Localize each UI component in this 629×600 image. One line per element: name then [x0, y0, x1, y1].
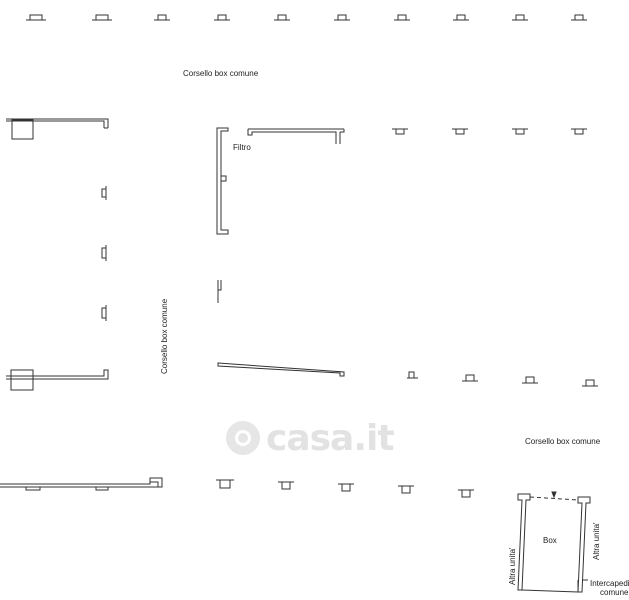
- top-column-row: [26, 14, 587, 21]
- column-stub: [452, 128, 468, 135]
- column-stub: [214, 14, 230, 21]
- column-stub: [216, 479, 234, 489]
- column-stub: [398, 485, 414, 494]
- wall-segment: [217, 280, 222, 303]
- wall-segment: [6, 369, 109, 380]
- column-stub: [407, 371, 418, 379]
- column-stub: [334, 14, 350, 21]
- column-stub: [101, 186, 107, 200]
- column-stub: [26, 14, 46, 21]
- box-unit: [517, 491, 591, 593]
- corridor-label-top: Corsello box comune: [183, 69, 259, 78]
- column-stub: [394, 14, 410, 21]
- column-stub: [338, 483, 354, 492]
- column-stub: [274, 14, 290, 21]
- corridor-label-right: Corsello box comune: [525, 437, 601, 446]
- pillar: [11, 119, 34, 140]
- column-stub: [571, 128, 587, 135]
- column-stub: [512, 128, 528, 135]
- box-wall-right: [577, 496, 591, 593]
- filter-room-label: Filtro: [233, 143, 251, 152]
- upper-right-column-row: [392, 128, 587, 135]
- column-stub: [392, 128, 408, 135]
- column-stub: [512, 14, 528, 21]
- mid-right-column-row: [407, 371, 598, 387]
- left-upper-wall: [6, 118, 109, 140]
- column-stub: [453, 14, 469, 21]
- watermark-logo-icon: [226, 421, 260, 455]
- wall-segment: [216, 127, 229, 235]
- other-unit-label-right: Altra unita': [592, 522, 601, 560]
- column-stub: [462, 374, 478, 382]
- box-wall-bottom: [521, 589, 579, 593]
- column-stub: [278, 481, 294, 490]
- middle-wall: [217, 362, 345, 377]
- wall-segment: [247, 128, 345, 144]
- left-column-row: [101, 186, 107, 321]
- bottom-column-row: [216, 479, 474, 498]
- box-door-line: [529, 496, 579, 501]
- column-stub: [101, 245, 107, 261]
- filter-room-walls: [216, 127, 345, 303]
- cavity-label-line1: Intercapedine: [590, 579, 629, 588]
- column-stub: [154, 14, 170, 21]
- left-lower-wall: [6, 369, 109, 391]
- column-stub: [101, 305, 107, 321]
- cavity-marker: [577, 579, 588, 592]
- box-label: Box: [543, 536, 557, 545]
- column-stub: [92, 14, 112, 21]
- column-stub: [522, 376, 538, 384]
- wall-segment: [6, 118, 109, 129]
- other-unit-label-left: Altra unita': [508, 547, 517, 585]
- cavity-label-line2: comune: [600, 588, 629, 597]
- column-stub: [458, 489, 474, 498]
- wall-segment: [221, 175, 227, 182]
- column-stub: [571, 14, 587, 21]
- door-arrow: [551, 491, 557, 499]
- bottom-left-wall: [0, 477, 163, 491]
- watermark: casa.it: [266, 418, 395, 459]
- box-wall-left: [517, 493, 531, 591]
- column-stub: [582, 379, 598, 387]
- pillar: [10, 369, 34, 391]
- corridor-label-left: Corsello box comune: [160, 298, 169, 374]
